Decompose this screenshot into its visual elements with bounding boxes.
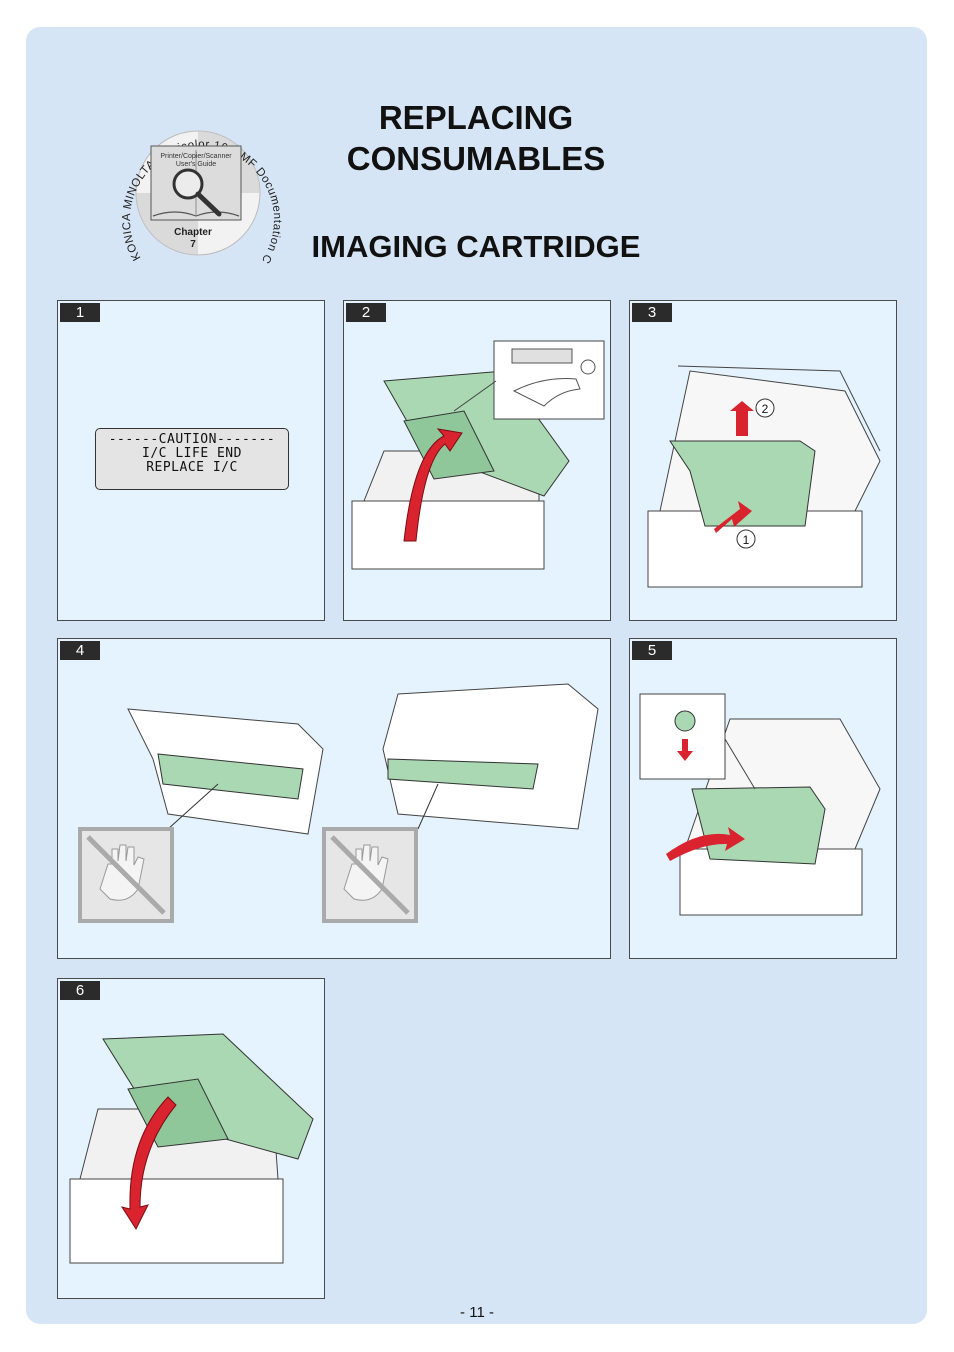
lcd-line: REPLACE I/C	[146, 460, 238, 475]
magnifier-icon	[172, 168, 222, 217]
badge-chapter-label: Chapter	[174, 227, 212, 238]
no-touch-hand-icon	[322, 827, 418, 923]
documentation-cd-badge: KONICA MINOLTA magicolor 1690MF Document…	[113, 108, 283, 266]
step-panel-6: 6	[57, 978, 325, 1299]
callout-1: 1	[743, 533, 750, 547]
step-panel-2: 2	[343, 300, 611, 621]
no-touch-hand-icon	[78, 827, 174, 923]
page-number: - 11 -	[460, 1304, 494, 1321]
close-cover-illustration	[69, 1033, 314, 1264]
step-number: 6	[60, 981, 100, 1000]
lcd-line: ------CAUTION-------	[108, 432, 276, 447]
badge-book-title-1: Printer/Copier/Scanner	[160, 153, 232, 160]
remove-cartridge-illustration: 2 1	[647, 365, 881, 588]
step-number: 4	[60, 641, 100, 660]
open-cover-illustration	[351, 340, 605, 570]
step-number: 1	[60, 303, 100, 322]
step-panel-4: 4	[57, 638, 611, 959]
lcd-line: I/C LIFE END	[142, 446, 242, 461]
step-number: 5	[632, 641, 672, 660]
step-panel-5: 5	[629, 638, 897, 959]
badge-book-title-2: User's Guide	[176, 161, 216, 168]
callout-2: 2	[762, 402, 769, 416]
step-number: 3	[632, 303, 672, 322]
insert-cartridge-illustration	[639, 693, 881, 916]
book-icon	[150, 145, 242, 221]
do-not-touch-drum-illustration	[78, 683, 599, 923]
step-panel-1: 1 ------CAUTION------- I/C LIFE END REPL…	[57, 300, 325, 621]
page-title: REPLACING CONSUMABLES	[346, 99, 606, 177]
lcd-display: ------CAUTION------- I/C LIFE END REPLAC…	[95, 428, 289, 490]
step-panel-3: 3 2 1	[629, 300, 897, 621]
step-number: 2	[346, 303, 386, 322]
badge-chapter-number: 7	[190, 239, 196, 250]
section-title: IMAGING CARTRIDGE	[311, 229, 641, 264]
